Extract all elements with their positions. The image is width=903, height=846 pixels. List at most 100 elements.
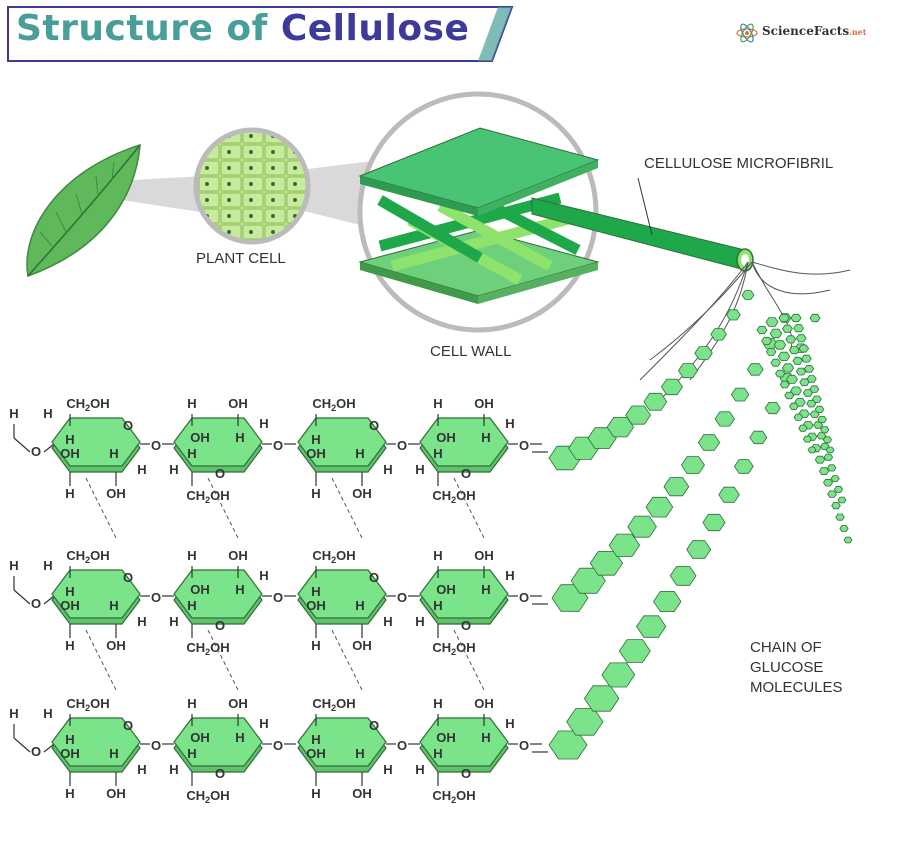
glucose-bead [730, 387, 750, 402]
hydroxyl: OH [60, 746, 80, 761]
hydrogen: H [311, 584, 320, 599]
hydrogen: H [259, 416, 268, 431]
hydroxyl: OH [60, 598, 80, 613]
glucose-bead [583, 685, 620, 712]
glycosidic-oxygen: O [31, 596, 41, 611]
microfibril-label: CELLULOSE MICROFIBRIL [644, 155, 834, 172]
hydrogen: H [109, 598, 118, 613]
hydrogen: H [65, 732, 74, 747]
hydrogen: H [311, 486, 320, 501]
glucose-bead [823, 453, 834, 461]
glycosidic-oxygen: O [273, 738, 283, 753]
brand-name: ScienceFacts [762, 24, 850, 38]
glycosidic-oxygen: O [519, 590, 529, 605]
glucose-bead [804, 364, 815, 373]
glucose-bead [827, 464, 837, 472]
glucose-bead [643, 392, 668, 411]
ch2oh-group: CH2OH [432, 640, 475, 657]
hydrogen: H [355, 598, 364, 613]
glucose-bead [694, 346, 713, 360]
glucose-bead [792, 356, 803, 365]
ch2oh-group: CH2OH [66, 696, 109, 713]
glucose-bead [790, 313, 802, 323]
ch2oh-group: CH2OH [66, 548, 109, 565]
glucose-bead [645, 496, 674, 518]
plant-cell-label: PLANT CELL [196, 250, 286, 267]
glucose-bead [831, 501, 841, 510]
glucose-bead [680, 456, 705, 475]
title-part2: Cellulose [280, 8, 470, 49]
hydroxyl: OH [306, 446, 326, 461]
brand-suffix: .net [849, 27, 867, 37]
ch2oh-group: CH2OH [66, 396, 109, 413]
glucose-bead [801, 354, 812, 363]
hydrogen: H [311, 732, 320, 747]
hydrogen: H [505, 416, 514, 431]
atom-logo-icon [736, 23, 758, 43]
glucose-bead [660, 378, 683, 396]
ring-oxygen: O [215, 618, 225, 633]
hydrogen: H [43, 706, 52, 721]
glucose-bead [714, 411, 735, 427]
hydroxyl: OH [228, 396, 248, 411]
glucose-bead [697, 434, 721, 451]
glycosidic-oxygen: O [273, 438, 283, 453]
glucose-bead [627, 515, 657, 538]
hydrogen-bond [207, 477, 239, 539]
hydroxyl: OH [106, 486, 126, 501]
glucose-bead [746, 363, 764, 376]
glucose-bead [802, 435, 812, 443]
hydrogen: H [137, 462, 146, 477]
hydrogen: H [65, 584, 74, 599]
glucose-bead [814, 455, 826, 464]
hydrogen: H [481, 582, 490, 597]
hydrogen: H [235, 730, 244, 745]
glucose-bead [806, 375, 817, 383]
hydrogen: H [65, 638, 74, 653]
hydrogen: H [137, 762, 146, 777]
ring-oxygen: O [461, 618, 471, 633]
glycosidic-oxygen: O [519, 738, 529, 753]
hydrogen: H [109, 446, 118, 461]
hydroxyl: OH [60, 446, 80, 461]
glucose-bead [677, 363, 699, 379]
glucose-bead [608, 533, 641, 557]
hydrogen: H [505, 716, 514, 731]
glucose-bead [823, 478, 833, 487]
glucose-bead [770, 358, 781, 367]
hydrogen: H [259, 568, 268, 583]
hydrogen-bond [207, 629, 239, 691]
glucose-bead [718, 486, 740, 503]
hydroxyl: OH [306, 598, 326, 613]
glucose-bead [793, 324, 804, 333]
hydrogen: H [311, 638, 320, 653]
glucose-bead [765, 347, 777, 356]
hydrogen: H [235, 582, 244, 597]
glucose-bead [822, 436, 832, 444]
ch2oh-group: CH2OH [186, 488, 229, 505]
hydrogen: H [311, 432, 320, 447]
ch2oh-group: CH2OH [186, 788, 229, 805]
glucose-bead [835, 513, 845, 521]
glycosidic-oxygen: O [31, 444, 41, 459]
glucose-bead [812, 395, 822, 403]
hydroxyl: OH [352, 786, 372, 801]
hydrogen: H [383, 614, 392, 629]
hydrogen: H [355, 446, 364, 461]
glucose-bead [761, 336, 772, 345]
hydroxyl: OH [190, 730, 210, 745]
hydroxyl: OH [474, 548, 494, 563]
hydrogen: H [43, 406, 52, 421]
page-title: Structure of Cellulose [16, 8, 469, 49]
hydrogen-bond [453, 629, 485, 691]
glycosidic-oxygen: O [151, 590, 161, 605]
hydrogen: H [9, 706, 18, 721]
